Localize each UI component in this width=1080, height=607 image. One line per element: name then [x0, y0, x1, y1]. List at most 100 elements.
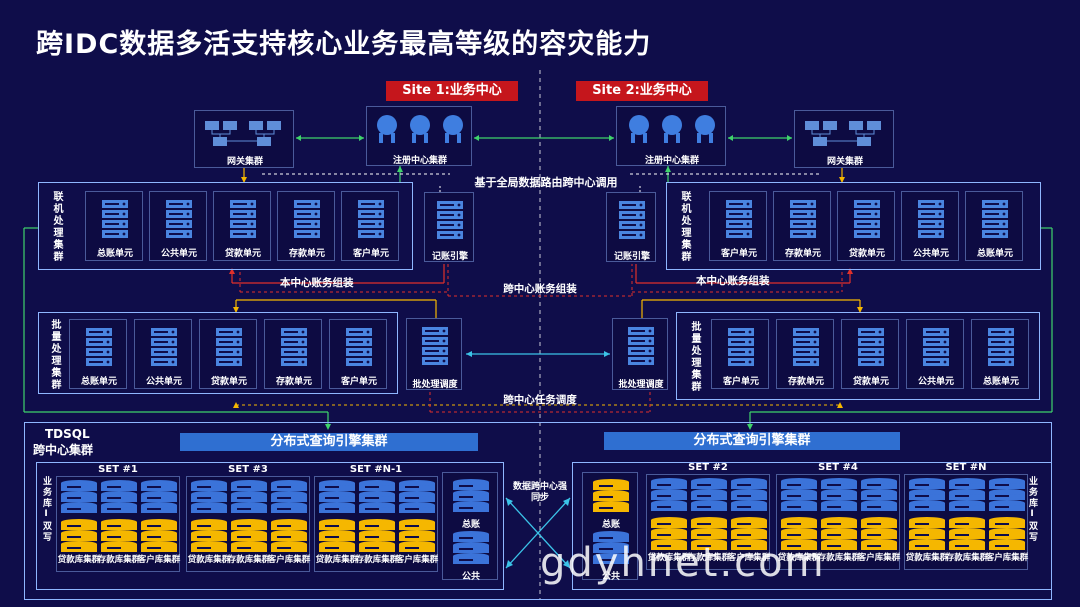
set-label: SET #2 [688, 462, 728, 473]
registry-cluster-label: 注册中心集群 [644, 156, 699, 166]
unit-label: 总账单元 [80, 377, 117, 387]
db-cluster-label: 客户库集群 [395, 555, 439, 565]
database-icon [61, 519, 97, 559]
db-cluster-label: 客户库集群 [727, 553, 771, 563]
database-icon [319, 480, 355, 520]
accounting-engine-right: 记账引擎 [606, 192, 656, 262]
db-cluster-label: 贷款库集群 [777, 553, 821, 563]
server-icon [790, 200, 816, 244]
ledger-public-box-right: 总账 公共 [582, 472, 638, 582]
online-cluster-label: 联机处理集群 [51, 191, 62, 263]
unit-label: 存款单元 [275, 377, 312, 387]
batch-cluster-left: 批量处理集群 总账单元公共单元贷款单元存款单元客户单元 [38, 312, 398, 394]
accounting-engine-left: 记账引擎 [424, 192, 474, 262]
server-icon [793, 328, 819, 372]
biz-db-rw-right-label: 业务库I双写 [1027, 476, 1037, 543]
ledger-public-box-left: 总账 公共 [442, 472, 498, 582]
unit-card: 存款单元 [277, 191, 335, 261]
batch-scheduler-right: 批处理调度 [612, 318, 668, 390]
set-box: 贷款库集群存款库集群客户库集群 [314, 476, 438, 572]
local-assembly-right-label: 本中心账务组装 [696, 275, 770, 287]
local-assembly-left-label: 本中心账务组装 [280, 277, 354, 289]
server-icon [619, 201, 645, 245]
database-icon [319, 519, 355, 559]
unit-card: 贷款单元 [199, 319, 257, 389]
site2-badge: Site 2:业务中心 [576, 81, 708, 101]
database-icon [191, 480, 227, 520]
db-cluster-label: 贷款库集群 [187, 555, 231, 565]
database-icon [61, 480, 97, 520]
unit-card: 客户单元 [711, 319, 769, 389]
ledger-label: 总账 [461, 520, 480, 530]
database-icon [399, 480, 435, 520]
gateway-cluster-right: 网关集群 [794, 110, 894, 168]
unit-label: 总账单元 [96, 249, 133, 259]
database-icon [949, 517, 985, 557]
database-icon [593, 479, 629, 519]
database-icon [399, 519, 435, 559]
registry-cluster-left: 注册中心集群 [366, 106, 472, 166]
gateway-cluster-left: 网关集群 [194, 110, 294, 168]
database-icon [731, 517, 767, 557]
db-cluster-label: 存款库集群 [945, 553, 989, 563]
server-icon [858, 328, 884, 372]
server-icon [102, 200, 128, 244]
unit-card: 存款单元 [773, 191, 831, 261]
online-cluster-right: 联机处理集群 客户单元存款单元贷款单元公共单元总账单元 [666, 182, 1041, 270]
db-cluster-label: 贷款库集群 [57, 555, 101, 565]
gateway-cluster-label: 网关集群 [226, 157, 263, 167]
biz-db-rw-left-label: 业务库I双写 [41, 476, 51, 543]
page-title: 跨IDC数据多活支持核心业务最高等级的容灾能力 [36, 29, 652, 60]
unit-card: 总账单元 [85, 191, 143, 261]
database-icon [821, 478, 857, 518]
unit-label: 总账单元 [982, 377, 1019, 387]
site1-badge: Site 1:业务中心 [386, 81, 518, 101]
database-icon [691, 478, 727, 518]
server-icon [982, 200, 1008, 244]
database-icon [861, 517, 897, 557]
unit-card: 总账单元 [965, 191, 1023, 261]
server-icon [86, 328, 112, 372]
tdsql-title: TDSQL [45, 427, 90, 441]
batch-cluster-right: 批量处理集群 客户单元存款单元贷款单元公共单元总账单元 [676, 312, 1040, 400]
unit-label: 公共单元 [917, 377, 954, 387]
db-cluster-label: 客户库集群 [137, 555, 181, 565]
database-icon [989, 478, 1025, 518]
registry-cluster-label: 注册中心集群 [392, 156, 447, 166]
set-box: 贷款库集群存款库集群客户库集群 [646, 474, 770, 570]
public-label: 公共 [601, 572, 620, 582]
database-icon [271, 480, 307, 520]
query-engine-left: 分布式查询引擎集群 [180, 433, 478, 451]
db-cluster-label: 贷款库集群 [647, 553, 691, 563]
unit-card: 客户单元 [341, 191, 399, 261]
db-cluster-label: 存款库集群 [687, 553, 731, 563]
network-icon [205, 121, 281, 146]
batch-scheduler-label: 批处理调度 [412, 380, 458, 390]
batch-cluster-label: 批量处理集群 [49, 319, 60, 391]
db-cluster-label: 存款库集群 [97, 555, 141, 565]
unit-label: 存款单元 [784, 249, 821, 259]
database-icon [781, 478, 817, 518]
set-box: 贷款库集群存款库集群客户库集群 [904, 474, 1028, 570]
database-icon [989, 517, 1025, 557]
database-icon [861, 478, 897, 518]
db-cluster-label: 客户库集群 [985, 553, 1029, 563]
database-icon [453, 531, 489, 571]
database-icon [909, 517, 945, 557]
server-icon [923, 328, 949, 372]
set-label: SET #N-1 [349, 464, 403, 475]
server-icon [281, 328, 307, 372]
network-icon [805, 121, 881, 146]
server-icon [151, 328, 177, 372]
unit-card: 公共单元 [134, 319, 192, 389]
tdsql-subtitle: 跨中心集群 [33, 443, 94, 457]
server-icon [216, 328, 242, 372]
batch-cluster-label: 批量处理集群 [689, 321, 700, 393]
db-cluster-label: 存款库集群 [227, 555, 271, 565]
database-icon [359, 519, 395, 559]
database-icon [271, 519, 307, 559]
database-icon [141, 519, 177, 559]
database-icon [453, 479, 489, 519]
